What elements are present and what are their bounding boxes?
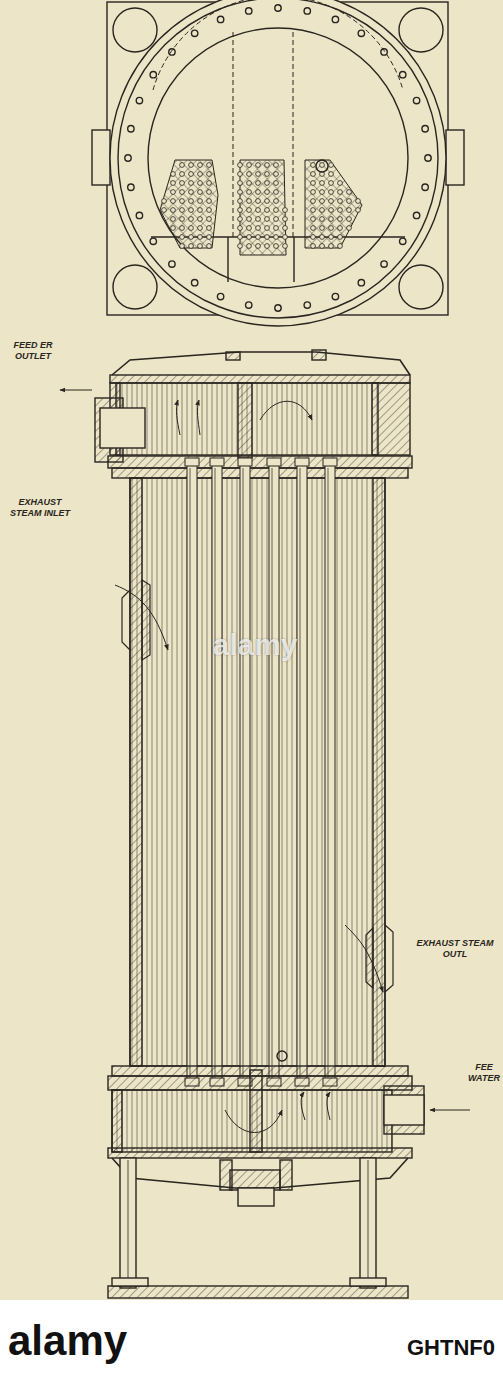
callout-label: EXHAUST STEAM OUTL xyxy=(410,938,500,960)
watermark: alamy xyxy=(195,628,315,661)
callout-label: EXHAUST STEAM INLET xyxy=(4,497,76,519)
brand-mark: alamy xyxy=(8,1318,208,1364)
stock-id: GHTNF0 xyxy=(380,1336,495,1360)
callout-label: FEE WATER xyxy=(468,1062,500,1084)
callout-label: FEED ER OUTLET xyxy=(2,340,64,362)
